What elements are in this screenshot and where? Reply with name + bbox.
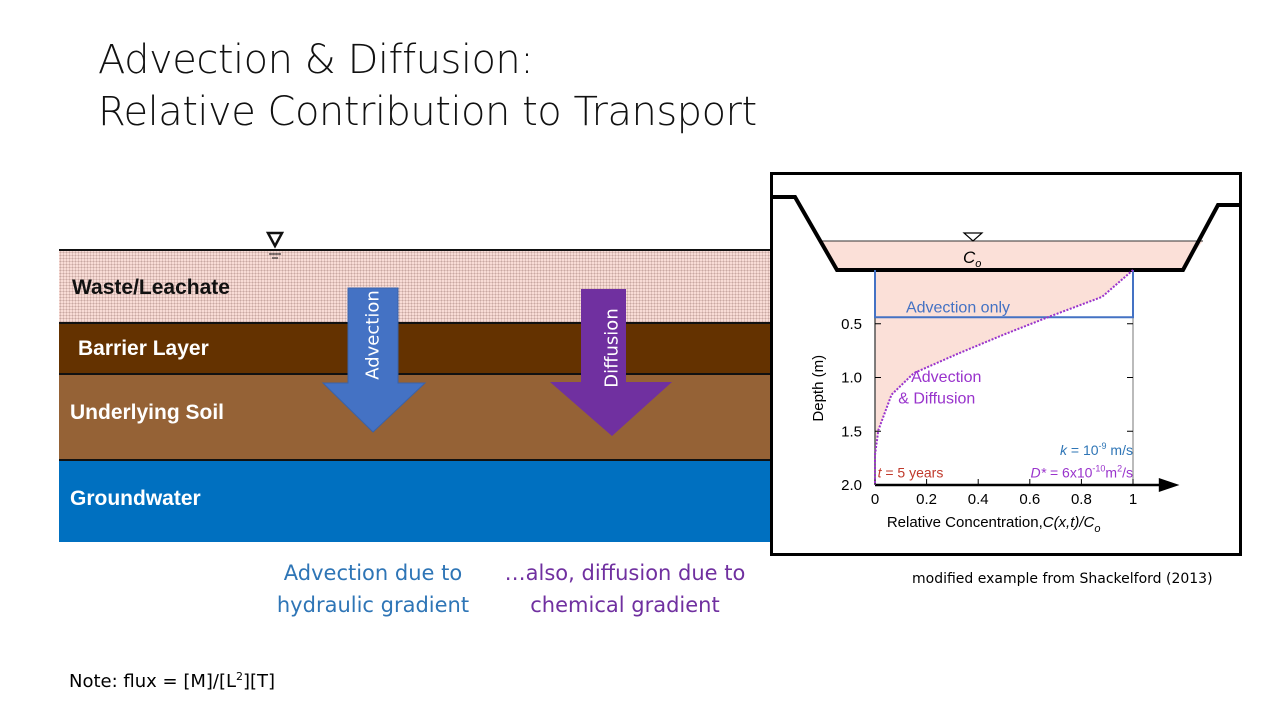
- title-line-1: Advection & Diffusion:: [98, 37, 534, 83]
- layer-groundwater: [59, 459, 771, 542]
- advection-diffusion-label-2: & Diffusion: [898, 390, 975, 407]
- concentration-chart: Co 0 0.2 0.4 0.6 0.8 1 0.5 1.0 1.5 2.0 Depth (m) Re…: [770, 172, 1242, 556]
- y-tick-label: 2.0: [841, 477, 862, 494]
- label-barrier: Barrier Layer: [78, 337, 209, 360]
- diffusion-arrow: [550, 289, 672, 436]
- advection-caption-line1: Advection due to: [283, 561, 463, 585]
- y-axis-label: Depth (m): [810, 355, 827, 422]
- advection-caption: Advection due to hydraulic gradient: [262, 557, 484, 621]
- note-text-end: ][T]: [243, 671, 276, 692]
- advection-diffusion-label-1: Advection: [911, 369, 981, 386]
- diffusion-caption: …also, diffusion due to chemical gradient: [490, 557, 760, 621]
- y-tick-label: 1.0: [841, 370, 862, 387]
- plot-area: 0 0.2 0.4 0.6 0.8 1 0.5 1.0 1.5 2.0 Depth (m) Relat…: [810, 269, 1180, 535]
- advection-arrow-label: Advection: [362, 290, 384, 380]
- advection-only-line: [874, 270, 1134, 319]
- label-waste: Waste/Leachate: [72, 276, 230, 299]
- water-table-icon: [265, 231, 285, 259]
- layer-barrier: [59, 322, 771, 374]
- diffusion-caption-line2: chemical gradient: [530, 593, 720, 617]
- time-annotation: t = 5 years: [878, 464, 944, 480]
- y-tick-label: 1.5: [841, 423, 862, 440]
- pond-outline: [773, 195, 1240, 272]
- x-axis-label: Relative Concentration,C(x,t)/Co: [887, 514, 1101, 535]
- x-tick-label: 0: [871, 491, 879, 508]
- x-tick-label: 0.2: [916, 491, 937, 508]
- pond-fill: [821, 241, 1203, 270]
- note-superscript: 2: [236, 670, 244, 683]
- diffusion-arrow-label: Diffusion: [601, 308, 623, 388]
- pond-label: Co: [963, 248, 981, 270]
- advection-caption-line2: hydraulic gradient: [276, 593, 470, 617]
- note-text: Note: flux = [M]/[L: [69, 671, 237, 692]
- x-tick-label: 0.8: [1071, 491, 1092, 508]
- title-line-2: Relative Contribution to Transport: [98, 89, 757, 135]
- label-groundwater: Groundwater: [70, 487, 201, 510]
- pond-water-level-icon: [962, 232, 984, 242]
- d-annotation: D* = 6x10-10m2/s: [1031, 463, 1133, 480]
- advection-arrow: [321, 287, 427, 433]
- advection-fill: [875, 270, 1133, 485]
- label-soil: Underlying Soil: [70, 401, 225, 424]
- layer-waste: [59, 249, 771, 323]
- x-tick-label: 0.4: [968, 491, 989, 508]
- x-tick-label: 1: [1129, 491, 1137, 508]
- source-citation: modified example from Shackelford (2013): [912, 571, 1213, 587]
- flux-note: Note: flux = [M]/[L2][T]: [69, 670, 275, 692]
- advection-only-label: Advection only: [906, 299, 1010, 316]
- x-tick-label: 0.6: [1019, 491, 1040, 508]
- y-tick-label: 0.5: [841, 316, 862, 333]
- slide-title: Advection & Diffusion: Relative Contribut…: [98, 34, 757, 138]
- diffusion-caption-line1: …also, diffusion due to: [504, 561, 746, 585]
- k-annotation: k = 10-9 m/s: [1060, 441, 1133, 458]
- x-axis-arrowhead: [1158, 478, 1180, 492]
